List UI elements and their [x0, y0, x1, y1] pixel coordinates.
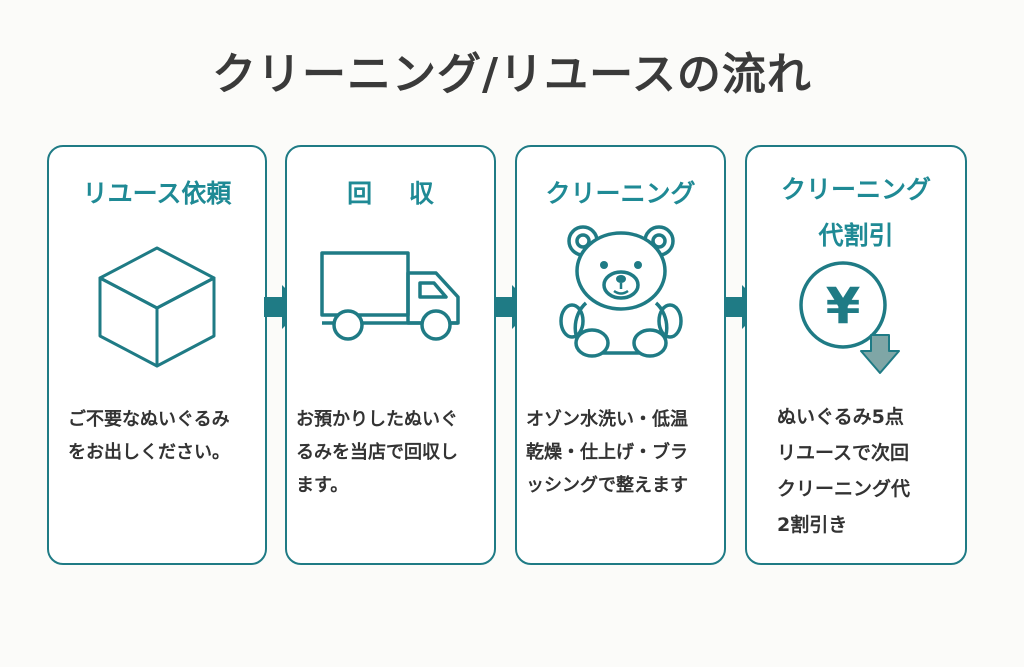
step-description: お預かりしたぬいぐ るみを当店で回収し ます。	[296, 403, 458, 502]
teddy-bear-icon	[517, 223, 724, 361]
step-description-line: ます。	[296, 475, 349, 496]
step-description-line: をお出しください。	[68, 442, 230, 463]
yen-symbol: ¥	[826, 277, 861, 335]
step-description-line: リユースで次回	[777, 442, 910, 464]
truck-icon	[287, 247, 494, 345]
step-description-line: ご不要なぬいぐるみ	[68, 409, 230, 430]
step-card-reuse-request: リユース依頼 ご不要なぬいぐるみ をお出しください。	[47, 145, 267, 565]
step-description: ご不要なぬいぐるみ をお出しください。	[68, 403, 230, 469]
step-description-line: るみを当店で回収し	[296, 442, 458, 463]
step-heading: クリーニング 代割引	[747, 167, 965, 259]
step-heading-line: クリーニング	[545, 179, 696, 208]
step-heading-line: 回 収	[347, 179, 448, 208]
step-card-cleaning: クリーニング	[515, 145, 726, 565]
step-description-line: 2割引き	[777, 514, 848, 536]
step-description-line: オゾン水洗い・低温	[526, 409, 688, 430]
step-heading-line: クリーニング	[780, 175, 931, 204]
step-heading: 回 収	[287, 171, 494, 217]
step-card-discount: クリーニング 代割引 ¥ ぬいぐるみ5点 リユースで次回 クリーニング代 2割引…	[745, 145, 967, 565]
step-card-collection: 回 収 お預かりしたぬいぐ るみを当店で回収し ます。	[285, 145, 496, 565]
step-description-line: お預かりしたぬいぐ	[296, 409, 458, 430]
yen-discount-icon: ¥	[747, 259, 965, 381]
step-description: ぬいぐるみ5点 リユースで次回 クリーニング代 2割引き	[777, 399, 910, 543]
page-title: クリーニング/リユースの流れ	[212, 49, 812, 100]
step-heading: クリーニング	[517, 171, 724, 217]
step-description-line: ぬいぐるみ5点	[777, 406, 904, 428]
arrow-right-icon	[494, 285, 534, 329]
step-heading-line: リユース依頼	[82, 179, 232, 208]
box-icon	[49, 242, 265, 370]
step-description-line: 乾燥・仕上げ・ブラ	[526, 442, 688, 463]
arrow-right-icon	[724, 285, 764, 329]
step-description-line: クリーニング代	[777, 478, 911, 500]
step-heading: リユース依頼	[49, 171, 265, 217]
step-description: オゾン水洗い・低温 乾燥・仕上げ・ブラ ッシングで整えます	[526, 403, 688, 502]
arrow-right-icon	[264, 285, 304, 329]
step-description-line: ッシングで整えます	[526, 475, 688, 496]
step-heading-line: 代割引	[818, 221, 894, 250]
